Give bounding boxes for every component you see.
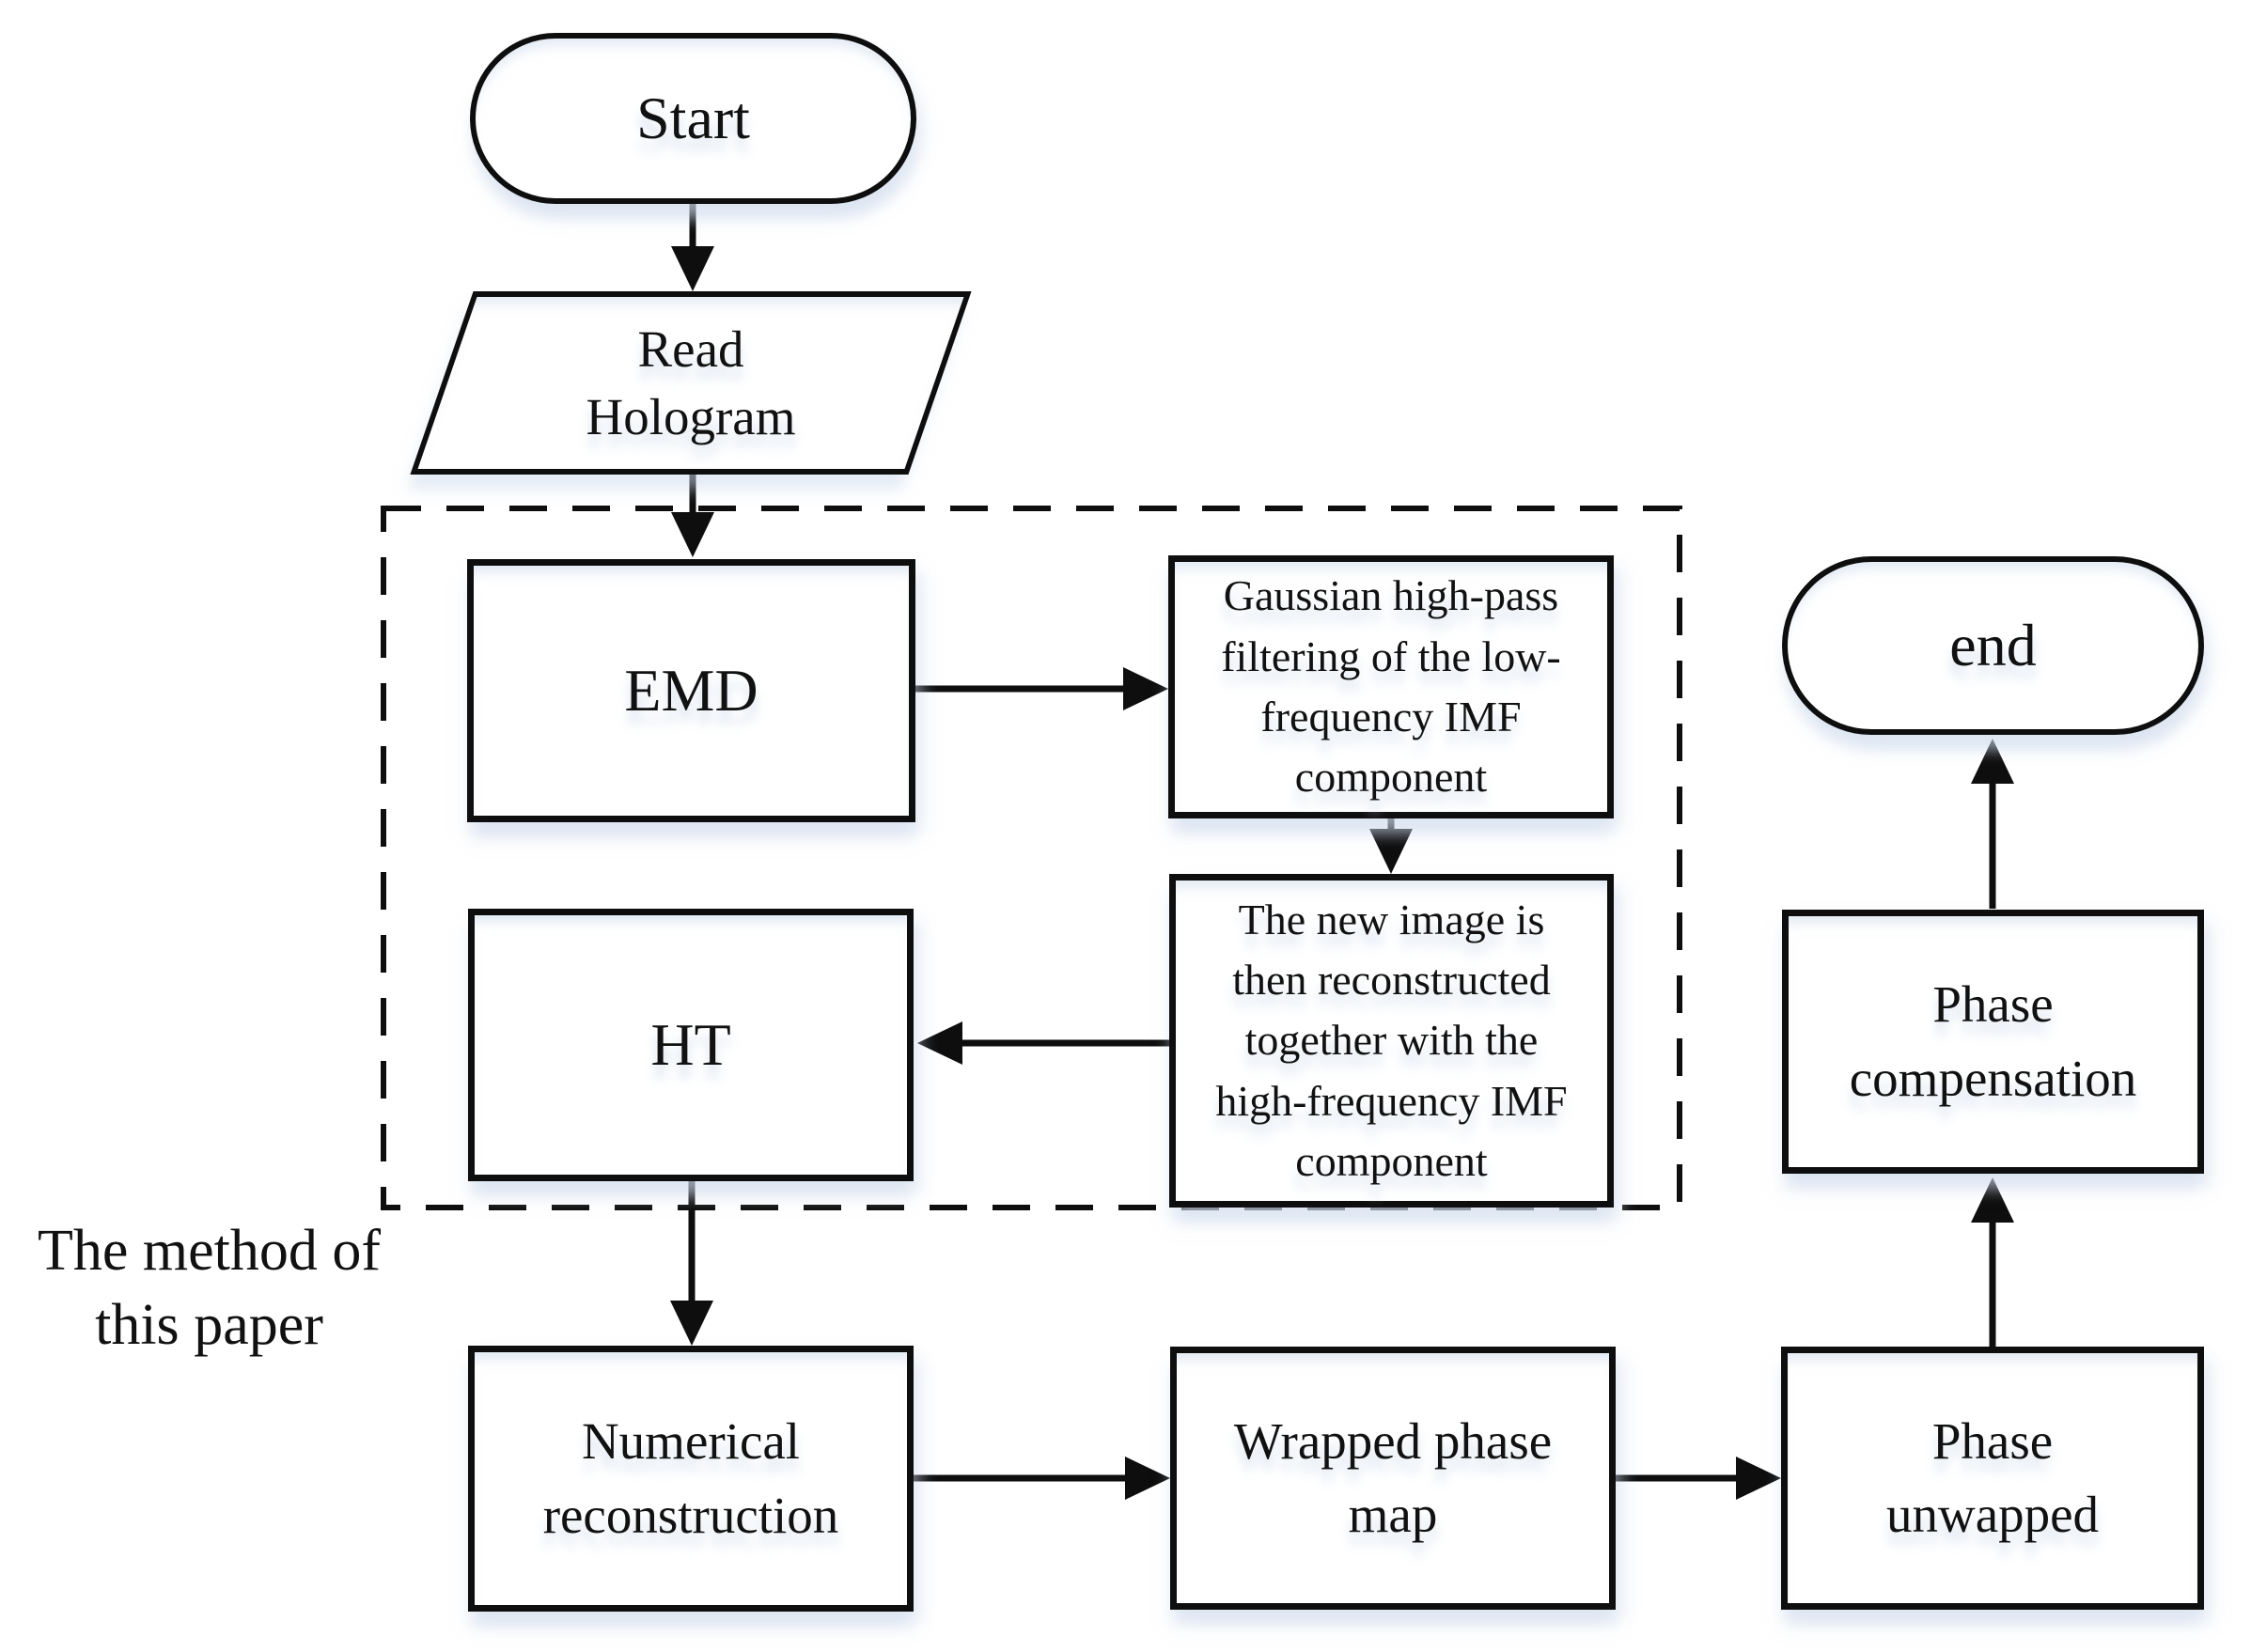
node-emd: EMD	[467, 559, 915, 822]
node-gaussian-filter: Gaussian high-pass filtering of the low-…	[1168, 555, 1614, 818]
edge-numerical-wrapped	[912, 1457, 1170, 1500]
node-ht: HT	[468, 909, 914, 1181]
node-phase-unwrapped: Phase unwapped	[1781, 1347, 2204, 1610]
node-read-hologram-label: Read Hologram	[586, 320, 796, 445]
node-start: Start	[470, 33, 916, 204]
node-emd-label: EMD	[624, 657, 758, 725]
node-phase-unwrapped-label: Phase unwapped	[1885, 1411, 2100, 1543]
node-phase-compensation-label: Phase compensation	[1849, 975, 2137, 1107]
edge-read-emd	[671, 473, 714, 557]
edge-emd-gaussian	[914, 667, 1168, 710]
node-wrapped-phase-map-label: Wrapped phase map	[1233, 1411, 1553, 1543]
node-ht-label: HT	[650, 1011, 731, 1079]
edge-start-read	[671, 202, 714, 291]
node-read-hologram: Read Hologram	[410, 291, 972, 475]
node-end: end	[1782, 556, 2204, 735]
edge-wrapped-unwrapped	[1614, 1457, 1781, 1500]
node-gaussian-filter-label: Gaussian high-pass filtering of the low-…	[1221, 571, 1561, 802]
edge-gaussian-reconstruct	[1369, 817, 1413, 874]
method-region-label: The method of this paper	[37, 1219, 381, 1358]
node-start-label: Start	[636, 85, 750, 152]
node-numerical-reconstruction-label: Numerical reconstruction	[542, 1412, 839, 1544]
node-phase-compensation: Phase compensation	[1782, 910, 2204, 1174]
node-end-label: end	[1949, 612, 2037, 679]
method-boundary-outline	[381, 506, 1682, 1210]
edge-ht-numerical	[670, 1179, 713, 1346]
edge-unwrapped-compensation	[1971, 1177, 2014, 1348]
node-reconstruct: The new image is then reconstructed toge…	[1169, 874, 1614, 1208]
node-wrapped-phase-map: Wrapped phase map	[1170, 1347, 1616, 1610]
edge-reconstruct-ht	[917, 1021, 1171, 1065]
node-numerical-reconstruction: Numerical reconstruction	[468, 1346, 914, 1612]
node-reconstruct-label: The new image is then reconstructed toge…	[1215, 895, 1568, 1186]
edge-compensation-end	[1971, 739, 2014, 909]
